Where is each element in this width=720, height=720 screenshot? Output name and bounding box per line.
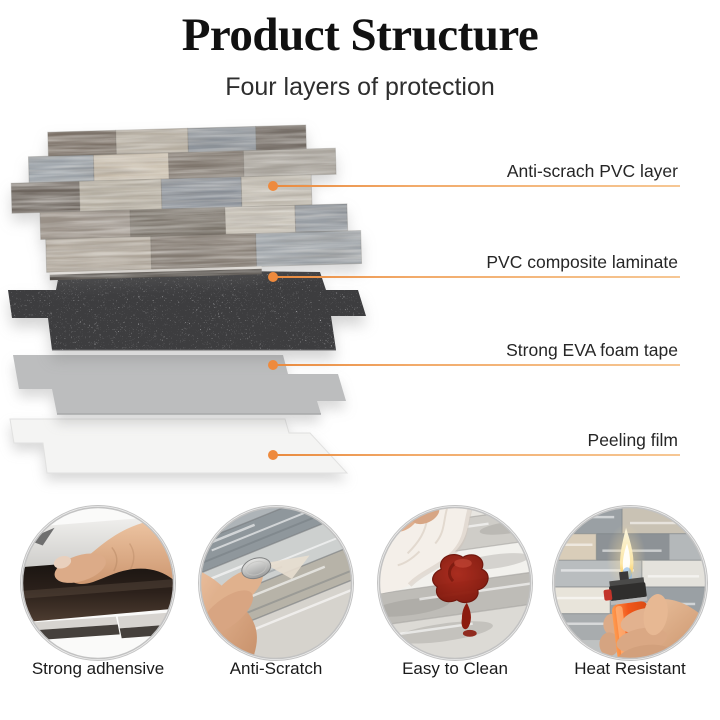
eva-foam-graphic <box>13 355 346 415</box>
leader-line-anti-scratch <box>268 181 680 191</box>
leader-line-laminate <box>268 272 680 282</box>
layer-label-film: Peeling film <box>587 430 678 450</box>
feature-easy-to-clean <box>377 505 537 661</box>
leader-line-foam <box>268 360 680 370</box>
leader-dot-icon <box>268 450 278 460</box>
feature-label-easy-to-clean: Easy to Clean <box>402 659 508 678</box>
layer-label-anti-scratch: Anti-scrach PVC layer <box>506 161 678 181</box>
feature-heat-resistant <box>552 505 712 661</box>
leader-dot-icon <box>268 360 278 370</box>
layer-label-foam: Strong EVA foam tape <box>506 340 678 360</box>
peeling-film-graphic <box>9 418 349 474</box>
tile-surface-graphic <box>10 124 363 281</box>
page-subtitle: Four layers of protection <box>225 73 495 101</box>
feature-label-strong-adhesive: Strong adhensive <box>31 659 165 678</box>
coin-scratch-tile-photo <box>198 505 354 661</box>
page-title: Product Structure <box>181 9 539 61</box>
hand-press-adhesive-photo <box>20 505 176 661</box>
laminate-core-graphic <box>8 269 366 351</box>
leader-dot-icon <box>268 181 278 191</box>
leader-line-film <box>268 450 680 460</box>
layer-stack-diagram <box>8 124 366 474</box>
lighter-flame-photo <box>552 505 708 661</box>
layer-label-laminate: PVC composite laminate <box>486 252 678 272</box>
leader-dot-icon <box>268 272 278 282</box>
feature-anti-scratch <box>198 505 358 661</box>
feature-label-heat-resistant: Heat Resistant <box>574 659 686 678</box>
feature-label-anti-scratch: Anti-Scratch <box>229 659 323 678</box>
ketchup-wipe-photo <box>377 505 533 661</box>
feature-strong-adhesive <box>20 505 180 661</box>
